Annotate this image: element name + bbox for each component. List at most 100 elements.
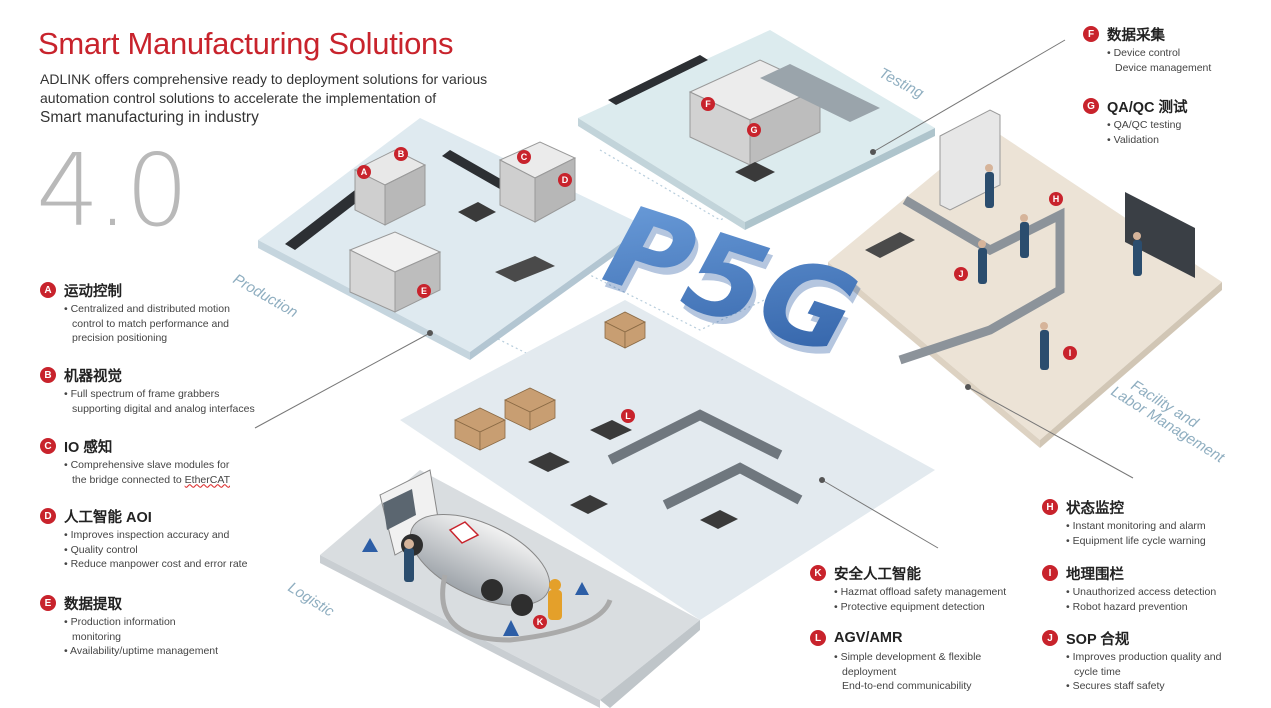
badge-g: G: [1083, 98, 1099, 114]
feature-j: J SOP 合规 • Improves production quality a…: [1042, 629, 1267, 694]
leader-dot-facility: [965, 384, 971, 390]
feature-a-title: 运动控制: [64, 283, 122, 300]
marker-j: J: [954, 267, 968, 281]
marker-h: H: [1049, 192, 1063, 206]
badge-b: B: [40, 367, 56, 383]
feature-l-line-2: deployment: [842, 665, 897, 678]
feature-d: D 人工智能 AOI • Improves inspection accurac…: [40, 507, 280, 572]
badge-j: J: [1042, 630, 1058, 646]
subtitle-line-1: ADLINK offers comprehensive ready to dep…: [40, 71, 488, 87]
feature-b: B 机器视觉 • Full spectrum of frame grabbers…: [40, 366, 280, 416]
feature-c-line-1: Comprehensive slave modules for: [70, 459, 230, 471]
feature-j-line-1: Improves production quality and: [1072, 651, 1222, 663]
feature-c: C IO 感知 • Comprehensive slave modules fo…: [40, 437, 280, 487]
marker-g: G: [747, 123, 761, 137]
feature-a-line-2: control to match performance and: [72, 317, 229, 330]
feature-g: G QA/QC 测试 • QA/QC testing • Validation: [1083, 97, 1263, 147]
feature-j-title: SOP 合规: [1066, 631, 1130, 648]
feature-l-title: AGV/AMR: [834, 630, 903, 646]
feature-k-line-1: Hazmat offload safety management: [840, 586, 1007, 598]
production-platform: [258, 118, 645, 360]
leader-dot-testing: [870, 149, 876, 155]
feature-f-title: 数据采集: [1107, 27, 1165, 44]
feature-b-line-2: supporting digital and analog interfaces: [72, 402, 255, 415]
leader-dot-logistic: [819, 477, 825, 483]
feature-f-line-2: Device management: [1115, 61, 1212, 74]
feature-b-line-1: Full spectrum of frame grabbers: [70, 388, 220, 400]
leader-lines: [254, 39, 1134, 549]
feature-g-line-1: QA/QC testing: [1113, 119, 1182, 131]
feature-k: K 安全人工智能 • Hazmat offload safety managem…: [810, 564, 1030, 614]
svg-text:C: C: [521, 152, 528, 162]
feature-f-line-1: Device control: [1113, 47, 1181, 59]
feature-c-line-2: the bridge connected to: [72, 473, 185, 486]
industry-version: 4.0: [36, 132, 189, 249]
svg-text:A: A: [361, 167, 368, 177]
badge-e: E: [40, 595, 56, 611]
badge-k: K: [810, 565, 826, 581]
feature-j-line-3: Secures staff safety: [1072, 680, 1165, 692]
feature-c-ethercat: EtherCAT: [184, 473, 230, 486]
svg-text:D: D: [562, 175, 569, 185]
badge-d: D: [40, 508, 56, 524]
feature-g-line-2: Validation: [1113, 133, 1159, 146]
feature-h-line-2: Equipment life cycle warning: [1072, 534, 1206, 547]
feature-e-line-3: Availability/uptime management: [70, 645, 219, 657]
marker-f: F: [701, 97, 715, 111]
feature-a: A 运动控制 • Centralized and distributed mot…: [40, 281, 280, 346]
marker-a: A: [357, 165, 371, 179]
badge-a: A: [40, 282, 56, 298]
marker-i: I: [1063, 346, 1077, 360]
feature-e-title: 数据提取: [64, 596, 122, 613]
marker-e: E: [417, 284, 431, 298]
feature-h: H 状态监控 • Instant monitoring and alarm • …: [1042, 498, 1267, 548]
feature-i-title: 地理围栏: [1066, 566, 1124, 583]
marker-c: C: [517, 150, 531, 164]
marker-d: D: [558, 173, 572, 187]
badge-h: H: [1042, 499, 1058, 515]
svg-text:E: E: [421, 286, 427, 296]
feature-l: L AGV/AMR • Simple development & flexibl…: [810, 629, 1030, 694]
marker-l: L: [621, 409, 635, 423]
svg-text:F: F: [705, 99, 711, 109]
feature-e-line-1: Production information: [70, 616, 176, 628]
feature-d-line-2: Quality control: [70, 543, 138, 556]
facility-platform: [828, 109, 1222, 448]
badge-l: L: [810, 630, 826, 646]
svg-text:H: H: [1053, 194, 1060, 204]
feature-a-line-1: Centralized and distributed motion: [70, 303, 230, 315]
svg-text:J: J: [958, 269, 963, 279]
svg-text:G: G: [750, 125, 757, 135]
subtitle-line-3: Smart manufacturing in industry: [40, 109, 259, 126]
feature-l-line-3: End-to-end communicability: [842, 680, 972, 692]
badge-i: I: [1042, 565, 1058, 581]
leader-dot-production: [427, 330, 433, 336]
feature-e-line-2: monitoring: [72, 630, 122, 643]
feature-i: I 地理围栏 • Unauthorized access detection •…: [1042, 564, 1267, 614]
logistic-platform: [320, 300, 935, 708]
badge-f: F: [1083, 26, 1099, 42]
feature-f: F 数据采集 • Device control Device managemen…: [1083, 25, 1263, 75]
feature-k-title: 安全人工智能: [834, 566, 921, 583]
feature-e: E 数据提取 • Production information monitori…: [40, 594, 280, 659]
zone-testing: Testing: [876, 65, 927, 103]
badge-c: C: [40, 438, 56, 454]
svg-text:L: L: [625, 411, 631, 421]
feature-i-line-2: Robot hazard prevention: [1072, 600, 1188, 613]
svg-text:K: K: [537, 617, 544, 627]
feature-l-line-1: Simple development & flexible: [840, 651, 982, 663]
feature-b-title: 机器视觉: [64, 368, 122, 385]
svg-text:I: I: [1069, 348, 1072, 358]
feature-d-title: 人工智能 AOI: [64, 509, 152, 526]
feature-a-line-3: precision positioning: [72, 332, 168, 344]
page-title: Smart Manufacturing Solutions: [38, 26, 454, 61]
page-subtitle: ADLINK offers comprehensive ready to dep…: [40, 70, 510, 127]
feature-i-line-1: Unauthorized access detection: [1072, 586, 1217, 598]
feature-d-line-3: Reduce manpower cost and error rate: [70, 558, 248, 570]
feature-c-title: IO 感知: [64, 439, 113, 456]
feature-d-line-1: Improves inspection accuracy and: [70, 529, 230, 541]
svg-text:B: B: [398, 149, 405, 159]
zone-logistic: Logistic: [285, 579, 338, 621]
feature-h-title: 状态监控: [1066, 500, 1124, 517]
